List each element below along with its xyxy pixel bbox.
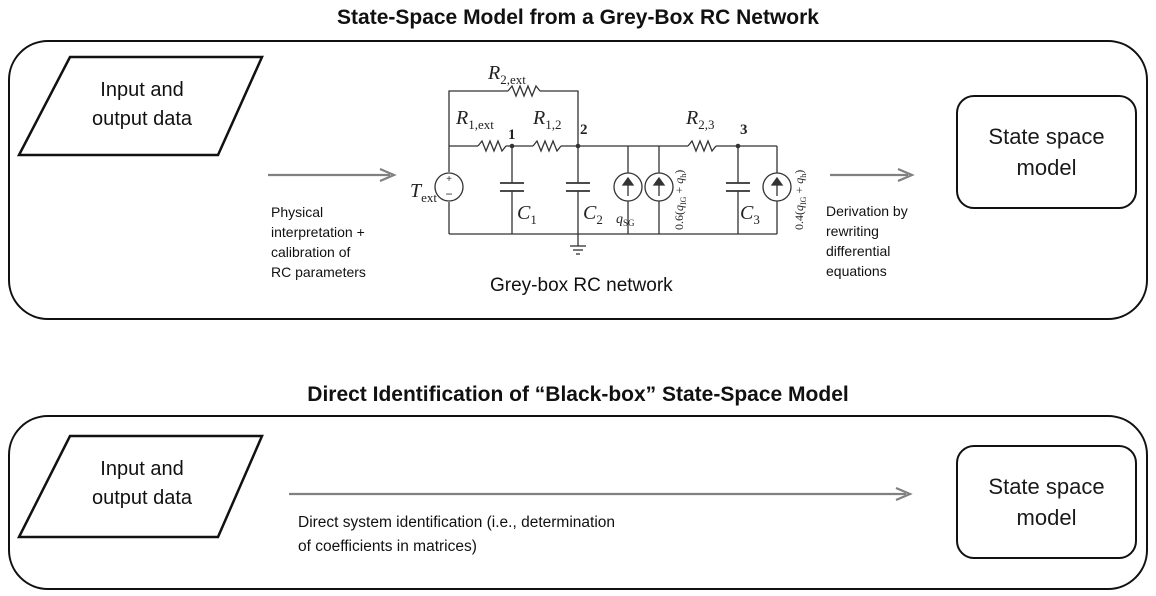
direct-identification-label: Direct system identification (i.e., dete… [298, 511, 818, 559]
bottom-state-space-box: State space model [956, 445, 1137, 559]
label-c3: C3 [740, 202, 760, 227]
top-section-title: State-Space Model from a Grey-Box RC Net… [337, 6, 819, 29]
node-dot-1 [509, 143, 515, 149]
arrow1-line-1: Physical [271, 204, 324, 220]
label-r23: R2,3 [685, 107, 714, 132]
top-input-line-1: Input and [100, 79, 184, 101]
top-arrow1-label: Physical interpretation + calibration of… [271, 202, 401, 282]
top-panel [8, 40, 1148, 320]
label-node-2: 2 [580, 122, 588, 138]
label-r1ext: R1,ext [455, 107, 494, 132]
arrow2-line-1: Derivation by [826, 203, 908, 219]
arrow2-line-4: equations [826, 263, 887, 279]
label-node-1: 1 [508, 127, 516, 143]
minus-sign: − [445, 187, 452, 201]
direct-line-1: Direct system identification (i.e., dete… [298, 514, 616, 531]
arrow1-line-4: RC parameters [271, 264, 366, 280]
label-r12: R1,2 [532, 107, 561, 132]
label-r2ext: R2,ext [487, 62, 526, 87]
top-input-parallelogram [16, 55, 264, 157]
bottom-state-line-1: State space [988, 474, 1105, 499]
label-source-06: 0.6(qIG + qh) [672, 170, 688, 230]
bottom-input-line-1: Input and [100, 458, 184, 480]
bottom-panel [8, 415, 1148, 590]
plus-sign: + [446, 174, 452, 185]
circuit-caption: Grey-box RC network [490, 275, 673, 296]
label-text: Text [410, 180, 437, 205]
arrow-input-to-circuit [268, 167, 397, 183]
label-source-04: 0.4(qIG + qh) [792, 170, 808, 230]
label-qsg: qSG [616, 212, 635, 228]
resistor-r1ext [477, 139, 507, 153]
top-input-label: Input and output data [62, 76, 222, 134]
top-state-line-2: model [1016, 155, 1077, 180]
label-node-3: 3 [740, 122, 748, 138]
resistor-r23 [687, 139, 717, 153]
top-arrow2-label: Derivation by rewriting differential equ… [826, 201, 956, 281]
bottom-input-label: Input and output data [62, 455, 222, 513]
arrow2-line-2: rewriting [826, 223, 879, 239]
top-state-space-box: State space model [956, 95, 1137, 209]
arrow1-line-3: calibration of [271, 244, 351, 260]
bottom-section-title: Direct Identification of “Black-box” Sta… [307, 383, 849, 406]
arrow-direct-identification [289, 486, 913, 502]
top-state-line-1: State space [988, 124, 1105, 149]
source-symbols [621, 176, 784, 196]
node-dot-3 [735, 143, 741, 149]
arrow1-line-2: interpretation + [271, 224, 365, 240]
rc-circuit [434, 84, 792, 255]
voltage-source-text [434, 172, 464, 202]
top-input-line-2: output data [91, 108, 193, 130]
arrow-circuit-to-state [830, 167, 915, 183]
label-c2: C2 [583, 202, 603, 227]
arrow2-line-3: differential [826, 243, 891, 259]
direct-line-2: of coefficients in matrices) [298, 538, 477, 555]
bottom-input-line-2: output data [91, 487, 193, 509]
resistor-r12 [532, 139, 562, 153]
resistor-r2ext [507, 84, 541, 98]
bottom-state-line-2: model [1016, 505, 1077, 530]
label-c1: C1 [517, 202, 537, 227]
node-dot-2 [575, 143, 581, 149]
bottom-input-parallelogram [16, 434, 264, 539]
